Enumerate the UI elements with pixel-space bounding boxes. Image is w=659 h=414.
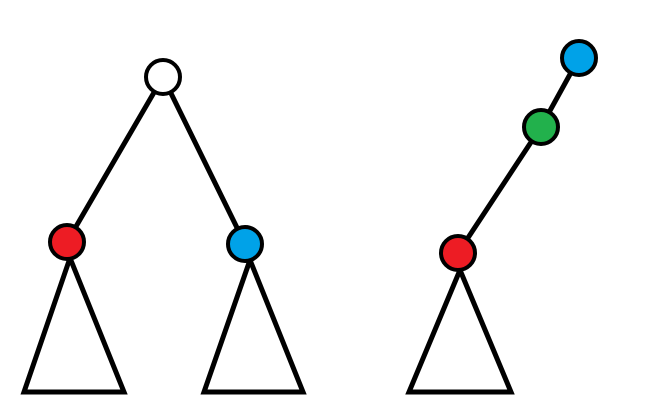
right-child-subtree-triangle [200, 252, 307, 395]
top-node [560, 39, 598, 77]
left-root-node [144, 58, 182, 96]
bottom-node-subtree-triangle [405, 263, 515, 395]
bottom-node [439, 234, 477, 272]
left-child-node [48, 223, 86, 261]
left-tree [20, 58, 307, 395]
left-child-subtree-triangle [20, 250, 128, 395]
edge-root-to-right-child [160, 74, 248, 247]
edge-root-to-left-child [64, 74, 166, 245]
edge-middle-to-bottom [455, 124, 544, 256]
middle-node [522, 108, 560, 146]
right-tree [405, 39, 598, 395]
right-child-node [226, 225, 264, 263]
